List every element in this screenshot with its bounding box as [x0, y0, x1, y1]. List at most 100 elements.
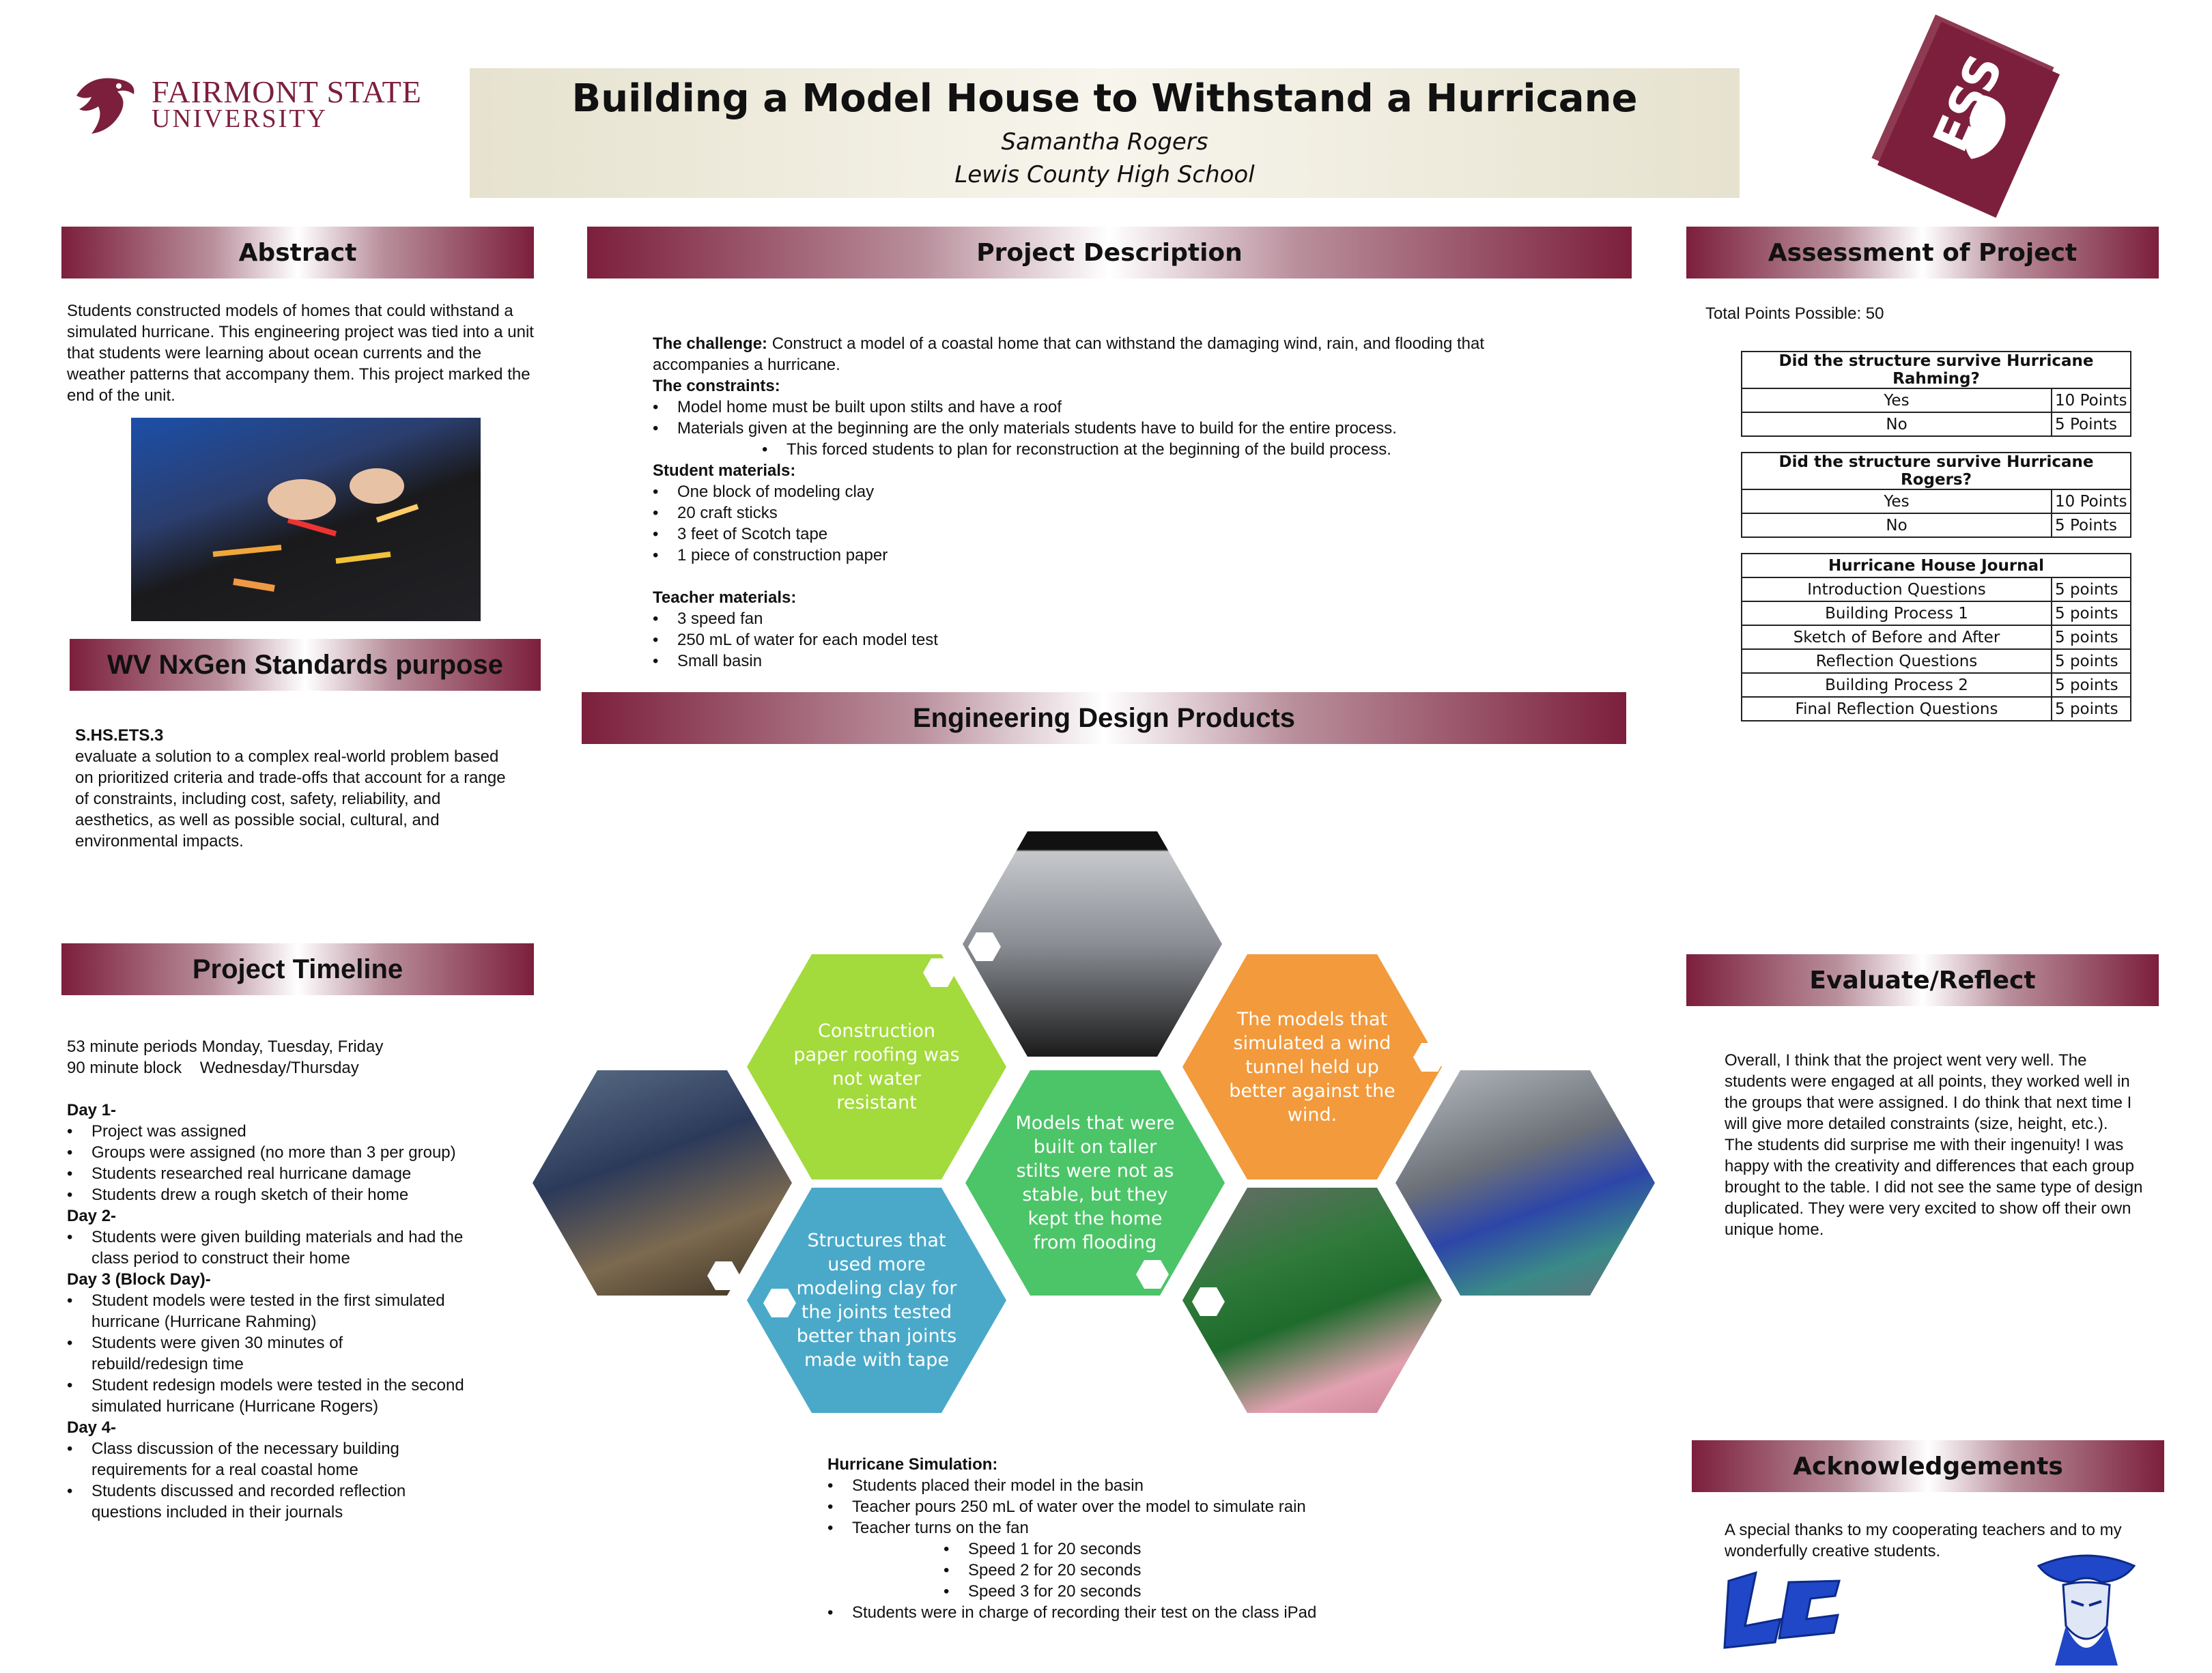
journal-table: Hurricane House Journal Introduction Que…: [1741, 553, 2131, 721]
acknowledgements-text: A special thanks to my cooperating teach…: [1725, 1521, 2122, 1560]
table-cell: 5 points: [2051, 648, 2131, 674]
table-cell: 5 points: [2051, 577, 2131, 602]
acknowledgements-header: Acknowledgements: [1692, 1440, 2164, 1492]
hex-blue-text: Structures that used more modeling clay …: [796, 1230, 957, 1371]
ess-passport-logo: ESS: [1843, 7, 2082, 218]
assessment-heading: Assessment of Project: [1768, 238, 2078, 267]
table-cell: Introduction Questions: [1741, 577, 2052, 602]
abstract-text: Students constructed models of homes tha…: [67, 300, 538, 406]
evaluate-header: Evaluate/Reflect: [1686, 954, 2159, 1006]
abstract-photo: [131, 418, 481, 621]
table-cell: Final Reflection Questions: [1741, 696, 2052, 721]
list-item: 3 feet of Scotch tape: [653, 524, 1554, 545]
list-item: Model home must be built upon stilts and…: [653, 397, 1554, 418]
hex-lime-text: Construction paper roofing was not water…: [793, 1020, 960, 1113]
table-cell: Sketch of Before and After: [1741, 625, 2052, 650]
craft-materials-image: [212, 468, 419, 592]
list-item: Students drew a rough sketch of their ho…: [67, 1184, 531, 1205]
list-item: Students discussed and recorded reflecti…: [67, 1481, 477, 1523]
table-title: Did the structure survive Hurricane Rahm…: [1741, 351, 2131, 389]
student-materials-label: Student materials:: [653, 461, 796, 480]
list-item: Small basin: [653, 650, 1554, 672]
assessment-header: Assessment of Project: [1686, 227, 2159, 278]
description-header: Project Description: [587, 227, 1632, 278]
table-cell: Building Process 2: [1741, 672, 2052, 698]
abstract-paragraph: Students constructed models of homes tha…: [67, 302, 534, 405]
day4-label: Day 4-: [67, 1418, 117, 1437]
list-item: Speed 3 for 20 seconds: [827, 1581, 1442, 1602]
hex-orange-text: The models that simulated a wind tunnel …: [1229, 1008, 1395, 1126]
constraints-label: The constraints:: [653, 377, 780, 395]
table-cell: 5 Points: [2051, 412, 2131, 437]
list-item: Student redesign models were tested in t…: [67, 1375, 477, 1417]
table-title: Did the structure survive Hurricane Roge…: [1741, 452, 2131, 490]
list-item: This forced students to plan for reconst…: [653, 439, 1554, 460]
description-text: The challenge: Construct a model of a co…: [653, 333, 1554, 672]
table-cell: 10 Points: [2051, 388, 2131, 413]
evaluate-paragraph-1: Overall, I think that the project went v…: [1725, 1051, 2132, 1133]
title-banner: Building a Model House to Withstand a Hu…: [470, 68, 1740, 198]
engineering-heading: Engineering Design Products: [912, 702, 1296, 733]
day4-list: Class discussion of the necessary buildi…: [67, 1438, 477, 1523]
hex-marker: [763, 1289, 796, 1317]
evaluate-paragraph-2: The students did surprise me with their …: [1725, 1136, 2143, 1239]
evaluate-text: Overall, I think that the project went v…: [1725, 1050, 2148, 1240]
list-item: Students researched real hurricane damag…: [67, 1163, 531, 1184]
timeline-schedule-1: 53 minute periods Monday, Tuesday, Frida…: [67, 1038, 384, 1056]
list-item: Teacher pours 250 mL of water over the m…: [827, 1496, 1442, 1517]
table-cell: Reflection Questions: [1741, 648, 2052, 674]
list-item: Teacher turns on the fan: [827, 1517, 1442, 1539]
photo-hex-top: [963, 831, 1222, 1057]
lc-logo-graphic: [1723, 1571, 1841, 1649]
hex-marker: [968, 932, 1001, 961]
teacher-materials-label: Teacher materials:: [653, 588, 797, 607]
table-cell: No: [1741, 513, 2052, 538]
hex-marker: [923, 958, 956, 987]
engineering-header: Engineering Design Products: [582, 692, 1626, 744]
table-title: Hurricane House Journal: [1741, 553, 2131, 578]
passport-graphic: [1871, 14, 2060, 218]
abstract-header: Abstract: [61, 227, 534, 278]
list-item: Speed 1 for 20 seconds: [827, 1539, 1442, 1560]
teacher-materials-list: 3 speed fan 250 mL of water for each mod…: [653, 608, 1554, 672]
list-item: Students were in charge of recording the…: [827, 1602, 1442, 1623]
simulation-list: Students placed their model in the basin…: [827, 1475, 1442, 1623]
hex-marker: [707, 1261, 740, 1290]
list-item: 3 speed fan: [653, 608, 1554, 629]
logo-line2: UNIVERSITY: [152, 104, 328, 133]
list-item: Materials given at the beginning are the…: [653, 418, 1554, 439]
school-name: Lewis County High School: [954, 161, 1255, 188]
standards-header: WV NxGen Standards purpose: [70, 639, 541, 691]
timeline-header: Project Timeline: [61, 943, 534, 995]
list-item: 20 craft sticks: [653, 502, 1554, 524]
day2-label: Day 2-: [67, 1207, 117, 1225]
table-cell: 5 points: [2051, 672, 2131, 698]
timeline-text: 53 minute periods Monday, Tuesday, Frida…: [67, 1036, 531, 1523]
photo-hex-right: [1395, 1070, 1655, 1296]
simulation-label: Hurricane Simulation:: [827, 1455, 998, 1474]
list-item: Students were given 30 minutes of rebuil…: [67, 1332, 378, 1375]
list-item: Speed 2 for 20 seconds: [827, 1560, 1442, 1581]
standard-description: evaluate a solution to a complex real-wo…: [75, 747, 506, 850]
fairmont-logo: FAIRMONT STATE UNIVERSITY: [71, 68, 426, 137]
hex-green: Models that were built on taller stilts …: [965, 1070, 1225, 1296]
day2-list: Students were given building materials a…: [67, 1227, 477, 1269]
author-name: Samantha Rogers: [1001, 128, 1208, 156]
timeline-heading: Project Timeline: [192, 954, 403, 984]
hex-orange: The models that simulated a wind tunnel …: [1182, 954, 1442, 1179]
table-cell: Building Process 1: [1741, 601, 2052, 626]
hex-marker: [1192, 1287, 1225, 1316]
standard-code: S.HS.ETS.3: [75, 726, 164, 745]
mascot-logo: [2036, 1549, 2137, 1670]
hex-green-text: Models that were built on taller stilts …: [1015, 1113, 1175, 1253]
rogers-table: Did the structure survive Hurricane Roge…: [1741, 452, 2131, 538]
hex-marker: [1136, 1260, 1169, 1289]
list-item: One block of modeling clay: [653, 481, 1554, 502]
list-item: Class discussion of the necessary buildi…: [67, 1438, 477, 1481]
table-cell: 10 Points: [2051, 489, 2131, 514]
photo-hex-left: [533, 1070, 792, 1296]
